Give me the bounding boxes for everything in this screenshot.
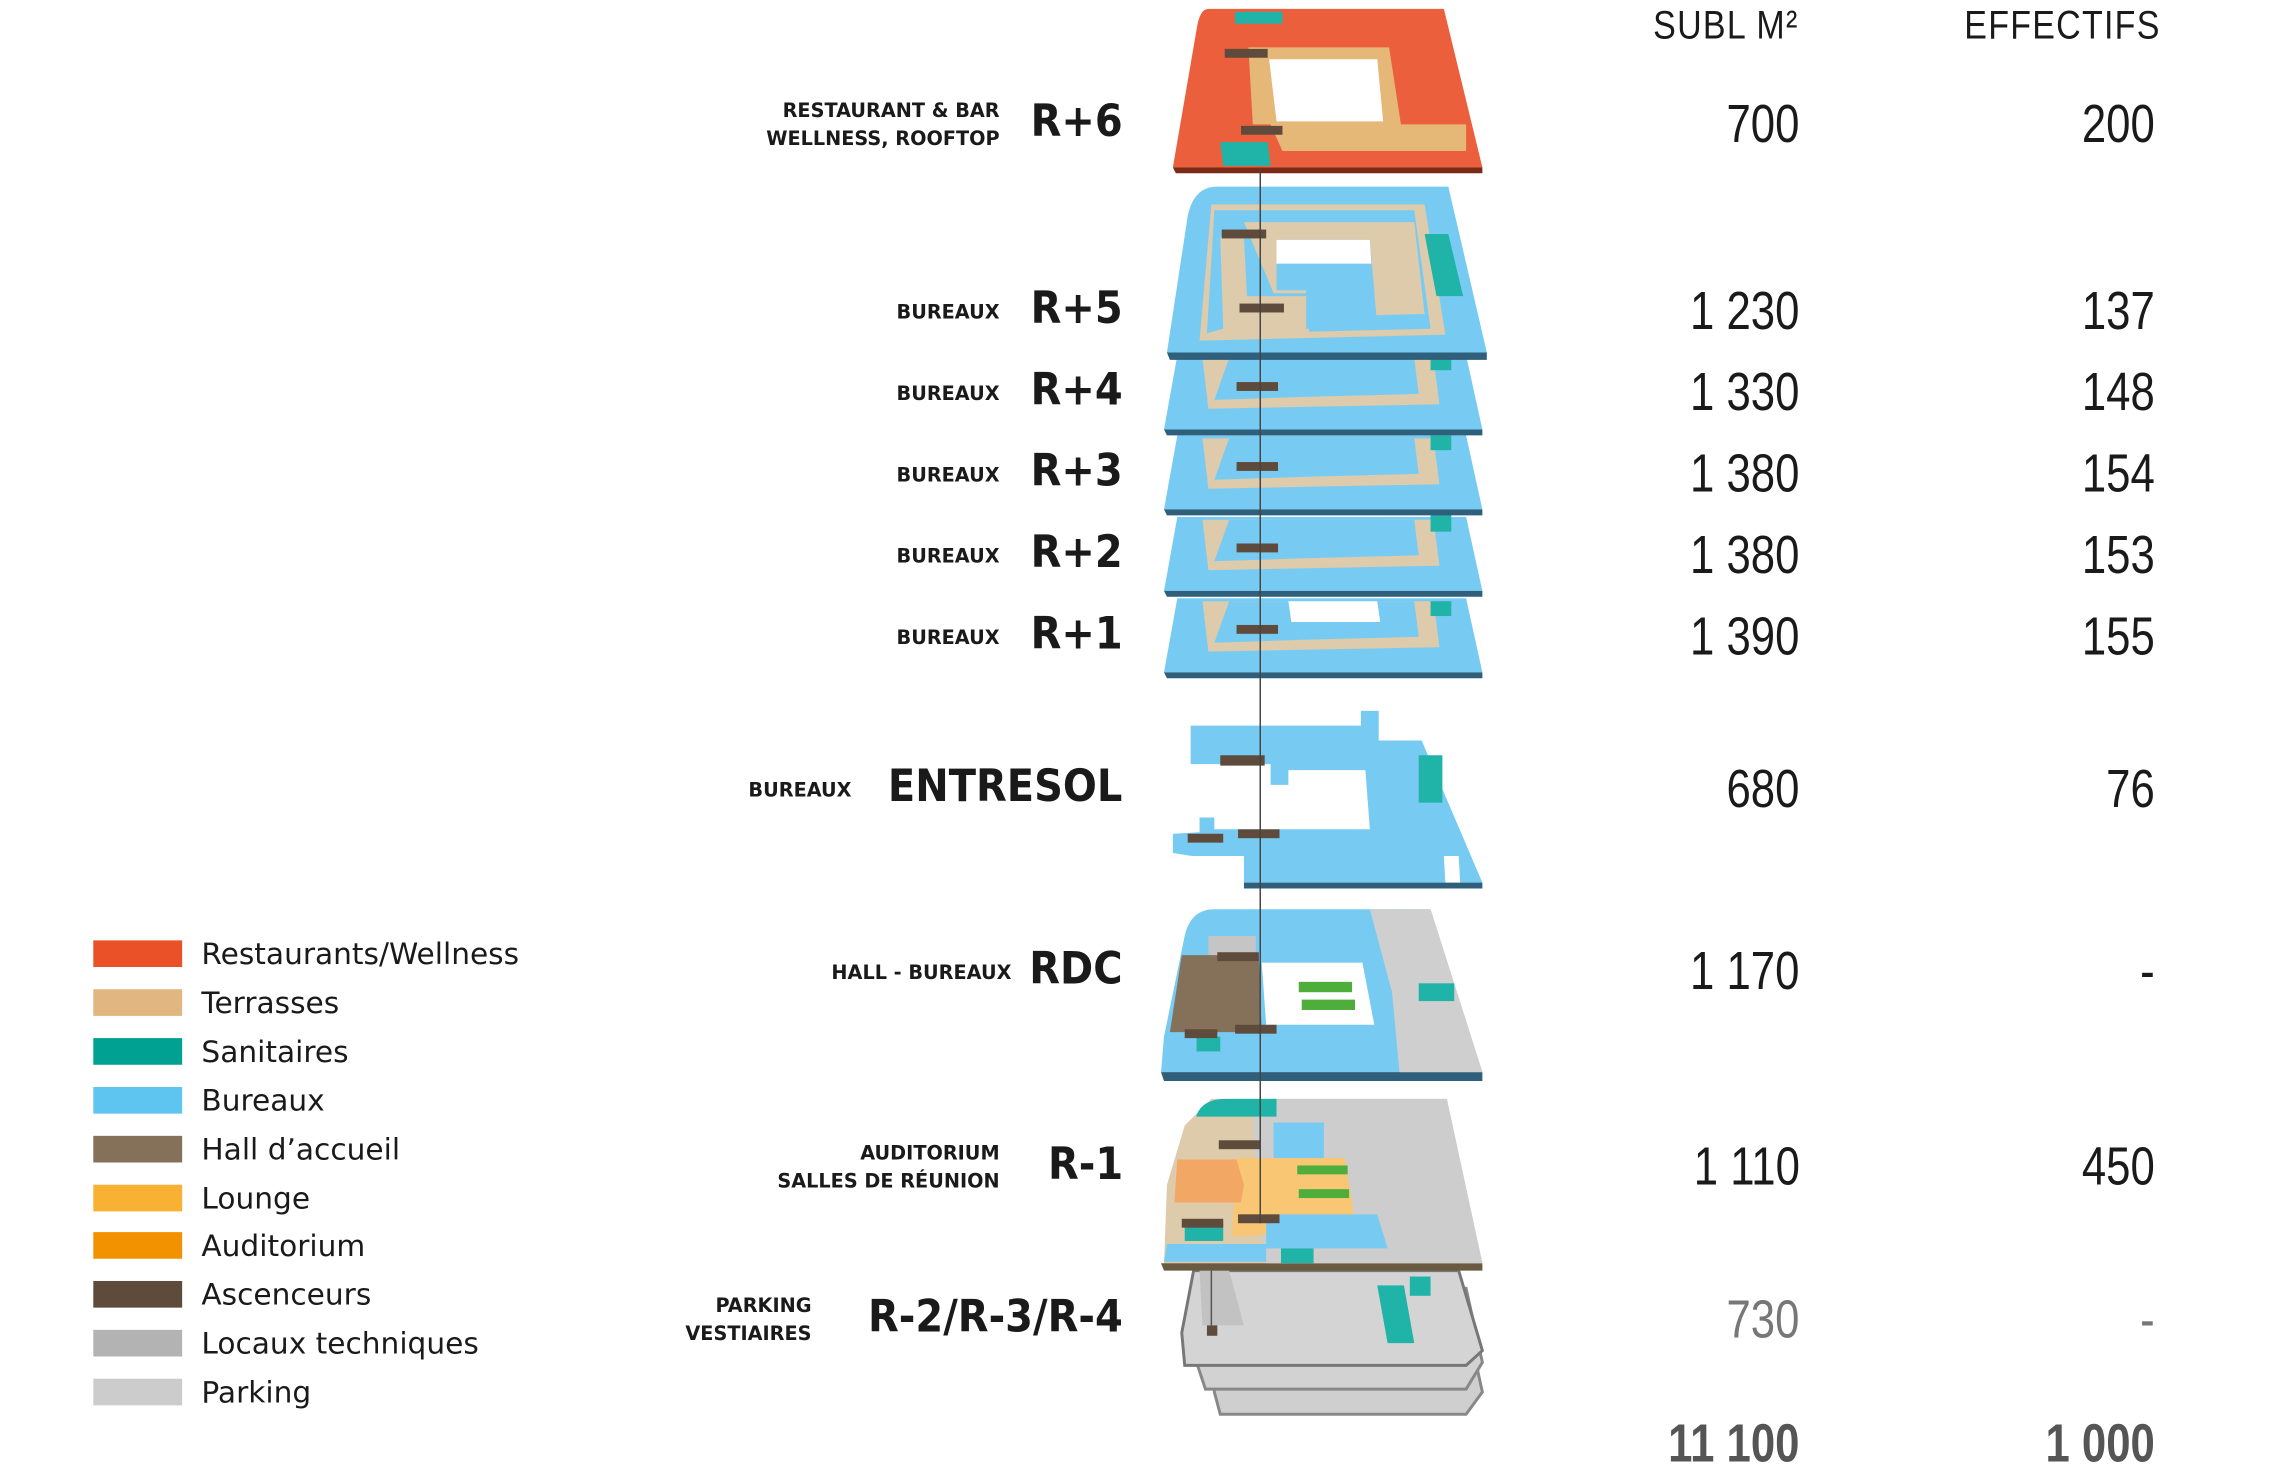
legend-label: Sanitaires — [201, 1033, 349, 1069]
floor-description: BUREAUX — [897, 624, 1000, 652]
legend-swatch — [93, 1037, 183, 1065]
header-effectifs: EFFECTIFS — [1964, 2, 2161, 48]
legend-swatch — [93, 1330, 183, 1357]
floor-effectifs: 137 — [2081, 279, 2155, 341]
floor-description-line: VESTIAIRES — [685, 1323, 812, 1347]
floor-description-line: BUREAUX — [896, 545, 1000, 568]
floor-surface: 1 110 — [1693, 1135, 1800, 1197]
floor-description: BUREAUX — [748, 777, 851, 805]
floor-description-line: WELLNESS, ROOFTOP — [766, 128, 1000, 152]
floor-description-line: BUREAUX — [896, 382, 1000, 406]
header-surface: SUBL M² — [1653, 2, 1800, 48]
floor-description-line: RESTAURANT & BAR — [782, 100, 1000, 123]
legend-label: Ascenceurs — [201, 1276, 372, 1313]
floor-description-line: BUREAUX — [748, 779, 852, 802]
legend-item: Hall d’accueil — [93, 1130, 401, 1167]
floor-effectifs: 450 — [2081, 1135, 2155, 1197]
legend-item: Bureaux — [93, 1082, 325, 1118]
floor-effectifs: 153 — [2081, 524, 2155, 585]
floor-effectifs: - — [2140, 1288, 2155, 1350]
floor-description: RESTAURANT & BAR WELLNESS, ROOFTOP — [766, 98, 999, 154]
legend-label: Auditorium — [201, 1228, 366, 1264]
total-effectifs: 1 000 — [2045, 1412, 2155, 1474]
floor-description: BUREAUX — [897, 543, 1000, 571]
floor-surface: 700 — [1726, 93, 1800, 155]
legend-item: Sanitaires — [93, 1033, 349, 1069]
legend-item: Auditorium — [93, 1228, 366, 1264]
floor-surface: 1 170 — [1689, 940, 1800, 1002]
legend-label: Bureaux — [201, 1082, 325, 1118]
legend-item: Locaux techniques — [93, 1325, 479, 1362]
legend-label: Parking — [201, 1374, 312, 1410]
floor-description: PARKING VESTIAIRES — [685, 1293, 811, 1349]
legend-label: Terrasses — [201, 984, 340, 1021]
floor-surface: 1 330 — [1689, 361, 1800, 423]
total-surface: 11 100 — [1667, 1412, 1800, 1474]
floor-surface: 1 230 — [1689, 279, 1800, 341]
floor-description: BUREAUX — [897, 298, 1000, 326]
floor-plan-parking — [1180, 1269, 1485, 1416]
floor-effectifs: 76 — [2106, 758, 2155, 819]
floor-code: R+2 — [1030, 527, 1123, 580]
legend-swatch — [93, 1135, 183, 1162]
floor-description-line: BUREAUX — [896, 301, 1000, 324]
floor-description: BUREAUX — [897, 380, 1000, 408]
floor-code: R+5 — [1030, 282, 1123, 335]
floor-code: R+6 — [1030, 96, 1123, 149]
floor-plan-r-1 — [1161, 1098, 1483, 1271]
floor-plan-r+6 — [1172, 8, 1483, 174]
floor-plan-offices — [1163, 355, 1483, 679]
legend-item: Ascenceurs — [93, 1276, 372, 1313]
legend-label: Hall d’accueil — [201, 1130, 401, 1167]
floor-effectifs: 155 — [2081, 605, 2155, 667]
legend-swatch — [93, 1232, 183, 1260]
legend-swatch — [93, 1183, 183, 1211]
legend-swatch — [93, 1281, 183, 1309]
floor-effectifs: 154 — [2081, 442, 2155, 504]
floor-description-line: BUREAUX — [896, 464, 1000, 487]
legend-swatch — [93, 989, 183, 1016]
floor-surface: 1 380 — [1689, 442, 1800, 504]
legend-label: Locaux techniques — [201, 1325, 479, 1362]
floor-description: BUREAUX — [897, 461, 1000, 489]
floor-effectifs: 200 — [2081, 93, 2155, 155]
floor-plan-rdc — [1161, 909, 1483, 1082]
floor-description: AUDITORIUM SALLES DE RÉUNION — [777, 1140, 999, 1196]
floor-surface: 1 390 — [1689, 605, 1800, 667]
floor-description-line: SALLES DE RÉUNION — [777, 1171, 1000, 1194]
floor-description-line: BUREAUX — [896, 627, 1000, 650]
legend-swatch — [93, 1378, 183, 1406]
floor-code: R-1 — [1047, 1138, 1123, 1191]
floor-code: ENTRESOL — [888, 761, 1123, 814]
floor-description: HALL - BUREAUX — [831, 959, 1011, 987]
legend-item: Terrasses — [93, 984, 340, 1021]
legend-swatch — [93, 1086, 183, 1114]
floor-surface: 1 380 — [1689, 524, 1800, 585]
floor-code: R-2/R-3/R-4 — [867, 1291, 1123, 1344]
floor-description-line: HALL - BUREAUX — [831, 961, 1012, 985]
legend-item: Lounge — [93, 1179, 311, 1216]
floor-effectifs: - — [2140, 940, 2155, 1002]
floor-description-line: AUDITORIUM — [860, 1143, 1000, 1166]
floor-effectifs: 148 — [2081, 361, 2155, 423]
legend-label: Restaurants/Wellness — [201, 935, 520, 972]
legend-swatch — [93, 940, 183, 968]
floor-code: R+3 — [1030, 445, 1123, 498]
floor-code: R+1 — [1030, 608, 1123, 661]
floor-surface: 680 — [1726, 758, 1800, 819]
floor-plan-r+5 — [1166, 186, 1487, 360]
floor-code: R+4 — [1030, 364, 1123, 417]
legend-item: Restaurants/Wellness — [93, 935, 520, 972]
legend-item: Parking — [93, 1374, 312, 1410]
legend-label: Lounge — [201, 1179, 311, 1216]
floor-description-line: PARKING — [715, 1295, 812, 1319]
floor-plan-entresol — [1172, 710, 1483, 889]
floor-code: RDC — [1029, 943, 1123, 996]
floor-surface: 730 — [1726, 1288, 1800, 1350]
